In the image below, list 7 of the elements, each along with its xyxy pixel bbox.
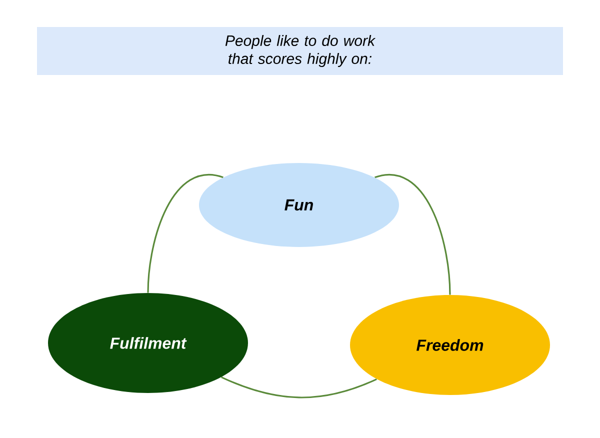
ellipse-node: Fulfilment [48,293,248,393]
ellipse-node: Fun [199,163,399,247]
ellipse-node: Freedom [350,295,550,395]
ring-arc [374,174,451,295]
ring-arc [147,174,224,293]
title-band: People like to do work that scores highly on: [37,27,563,75]
ring-arc [221,376,377,398]
